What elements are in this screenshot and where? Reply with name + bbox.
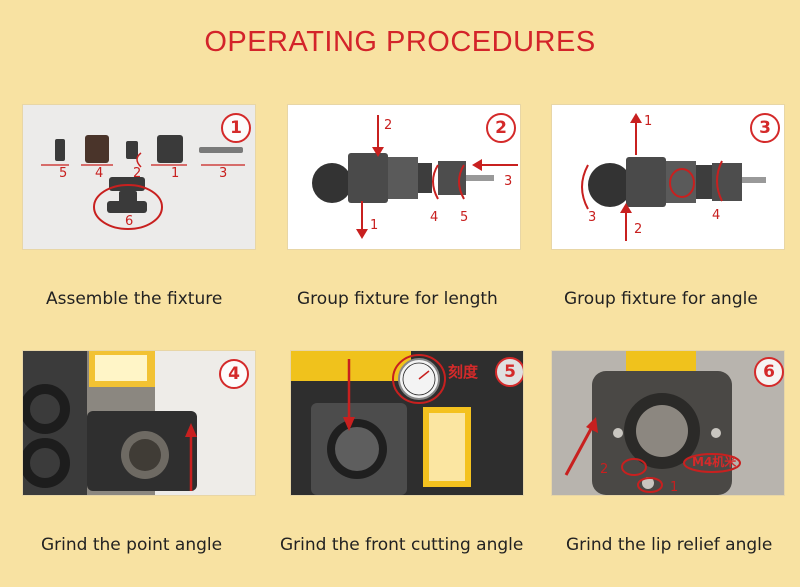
label-part-4: 4	[95, 166, 103, 181]
step-badge-6: 6	[754, 357, 784, 387]
step-badge-4: 4	[219, 359, 249, 389]
step-badge-5: 5	[495, 357, 523, 387]
label-part-4: 4	[712, 208, 720, 223]
caption-step-4: Grind the point angle	[41, 535, 223, 555]
label-arrow-2: 2	[384, 118, 392, 133]
point-angle-photo	[23, 351, 255, 495]
lip-relief-angle-photo: 2 1	[552, 351, 784, 495]
label-part-6: 6	[125, 214, 133, 229]
label-arrow-1: 1	[644, 114, 652, 129]
panel-fixture-length: 2 1 3 4 5 2	[287, 104, 521, 250]
label-arrow-2: 2	[634, 222, 642, 237]
screw-label: M4机米	[692, 455, 737, 469]
label-part-2: 2	[133, 166, 141, 181]
label-part-4: 4	[430, 210, 438, 225]
label-arrow-1: 1	[370, 218, 378, 233]
caption-step-5: Grind the front cutting angle	[280, 535, 524, 555]
label-part-5: 5	[460, 210, 468, 225]
caption-step-2: Group fixture for length	[297, 289, 498, 309]
caption-step-6: Grind the lip relief angle	[566, 535, 773, 555]
label-part-1: 1	[171, 166, 179, 181]
page-title: OPERATING PROCEDURES	[204, 26, 596, 58]
fixture-angle-illustration: 1 3 2 4	[581, 113, 766, 241]
label-screw-2: 2	[600, 462, 608, 477]
step-badge-3: 3	[750, 113, 780, 143]
step-badge-1: 1	[221, 113, 251, 143]
fixture-parts-illustration: 5 4 2 1 3 6	[41, 135, 245, 230]
label-arrow-3: 3	[588, 210, 596, 225]
fixture-length-illustration: 2 1 3 4 5	[312, 115, 518, 239]
front-cutting-angle-photo	[291, 351, 523, 495]
panel-assemble-fixture: 5 4 2 1 3 6 1	[22, 104, 256, 250]
label-screw-1: 1	[670, 480, 678, 495]
caption-step-3: Group fixture for angle	[564, 289, 758, 309]
label-arrow-3: 3	[504, 174, 512, 189]
panel-front-cutting-angle: 刻度 5	[290, 350, 524, 496]
panel-point-angle: 4	[22, 350, 256, 496]
panel-lip-relief-angle: 2 1 M4机米 6	[551, 350, 785, 496]
panel-fixture-angle: 1 3 2 4 3	[551, 104, 785, 250]
label-part-3: 3	[219, 166, 227, 181]
step-badge-2: 2	[486, 113, 516, 143]
caption-step-1: Assemble the fixture	[46, 289, 223, 309]
label-part-5: 5	[59, 166, 67, 181]
scale-label: 刻度	[448, 363, 479, 381]
